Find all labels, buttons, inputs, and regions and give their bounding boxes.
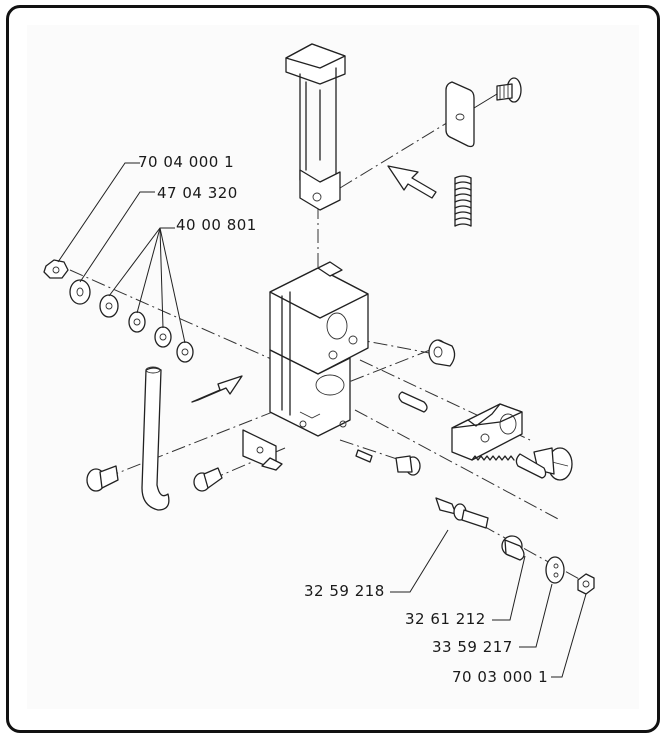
part-number-nut: 70 04 000 1 [138,153,235,171]
part-number-washer: 47 04 320 [157,184,238,202]
flat-washer [69,279,91,305]
lever-plate [545,556,565,584]
compression-spring [454,175,472,227]
assembly-arrow-left [191,375,243,403]
shaft [435,497,489,529]
cap-plate [445,81,475,148]
hook-rod [141,366,170,511]
leader-lines [57,162,587,678]
socket-screw-center [355,449,421,476]
part-number-shim-washers: 40 00 801 [176,216,257,234]
cap-screw [473,77,522,109]
bushing [501,535,525,561]
part-number-shaft: 32 59 218 [304,582,385,600]
slider-bar [285,43,346,211]
rack-block [451,403,523,461]
assembly-arrow-top [387,165,437,199]
spacer-sleeve [428,339,456,367]
shim-washers [99,294,194,363]
pin-lower [515,453,547,479]
main-housing [269,261,369,437]
part-number-hex-nut-small: 70 03 000 1 [452,668,549,686]
pin-short [398,391,428,413]
socket-screw-left [193,467,223,492]
bracket [242,429,283,471]
part-number-bushing: 32 61 212 [405,610,486,628]
small-hex-nut [577,573,595,595]
countersunk-screw [86,465,119,492]
slotted-screw [533,447,573,481]
hex-nut [43,259,69,279]
part-number-lever-plate: 33 59 217 [432,638,513,656]
